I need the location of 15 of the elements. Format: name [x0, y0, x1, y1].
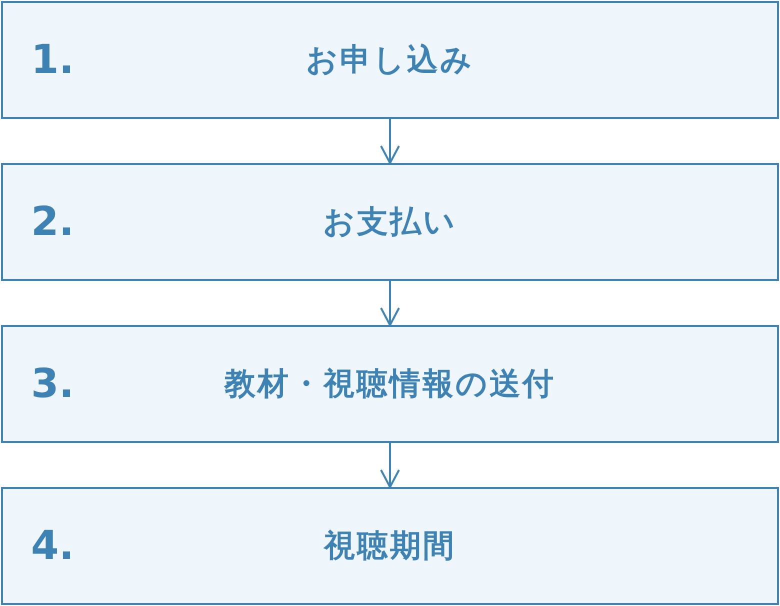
- step-box: [1, 163, 779, 281]
- step-number: 4.: [31, 523, 74, 569]
- step-number: 2.: [31, 199, 74, 245]
- arrow: [380, 281, 400, 326]
- step-label: お申し込み: [305, 41, 475, 80]
- step-label: 教材・視聴情報の送付: [223, 365, 556, 404]
- step-label: お支払い: [322, 203, 458, 242]
- step-label: 視聴期間: [322, 527, 457, 566]
- arrow: [380, 443, 400, 488]
- step-number: 3.: [31, 361, 74, 407]
- step-box: [1, 487, 779, 605]
- step-box: [1, 325, 779, 443]
- step-box: [1, 1, 779, 119]
- step-number: 1.: [31, 37, 74, 83]
- arrow: [380, 119, 400, 164]
